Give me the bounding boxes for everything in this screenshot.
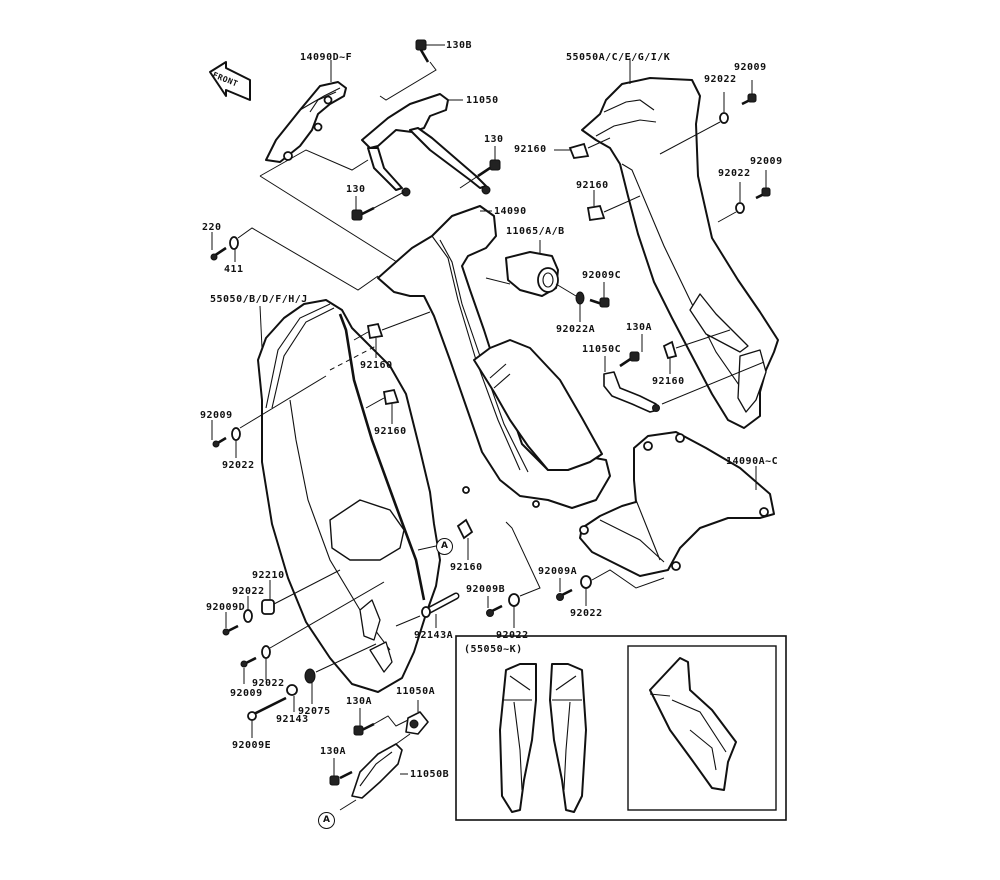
bolt-92009-washer-92022-mid	[717, 170, 771, 223]
label-92160-left1: 92160	[360, 360, 393, 371]
bracket-11050C	[603, 334, 765, 413]
bolt-130-right	[459, 146, 501, 189]
label-130A-low1: 130A	[346, 696, 373, 707]
collar-92210-washer-92022-bolt-92009D	[222, 569, 341, 636]
ref-marker-A-top: A	[436, 538, 453, 555]
label-11065: 11065/A/B	[506, 226, 565, 237]
bolt-130B	[379, 39, 445, 101]
bolt-92009B-washer-92022	[486, 521, 541, 628]
label-92022-c: 92022	[496, 630, 529, 641]
label-14090: 14090	[494, 206, 527, 217]
label-92160-right-low: 92160	[652, 376, 685, 387]
leader-ref-A-top	[417, 545, 437, 551]
label-411: 411	[224, 264, 244, 275]
label-92022-top: 92022	[704, 74, 737, 85]
label-92160-tags-left	[329, 311, 431, 424]
part-55050A-right-cowling	[581, 58, 779, 429]
label-14090A-C: 14090A~C	[726, 456, 779, 467]
label-92160-center: 92160	[450, 562, 483, 573]
part-14090-duct	[377, 205, 611, 509]
label-130B: 130B	[446, 40, 473, 51]
screw-220-washer-411	[210, 227, 379, 291]
label-220: 220	[202, 222, 222, 233]
part-14090D-F	[265, 60, 347, 163]
ref-marker-A-bottom: A	[318, 812, 335, 829]
bolt-92009C-washer-92022A	[555, 282, 610, 322]
label-92143: 92143	[276, 714, 309, 725]
label-130-left: 130	[346, 184, 366, 195]
label-11050A: 11050A	[396, 686, 436, 697]
bolt-92009E-collar-92143-92075	[247, 643, 377, 738]
label-92009-l3: 92009	[230, 688, 263, 699]
label-92160-left2: 92160	[374, 426, 407, 437]
bolt-130-left	[351, 191, 405, 221]
label-92160-mid-right: 92160	[576, 180, 609, 191]
front-arrow-icon	[209, 61, 251, 101]
label-92210: 92210	[252, 570, 285, 581]
label-92009-left: 92009	[200, 410, 233, 421]
bracket-11050A	[353, 700, 429, 736]
label-92022A: 92022A	[556, 324, 596, 335]
bolt-92009A-washer-92022	[556, 569, 665, 606]
label-92009A: 92009A	[538, 566, 578, 577]
label-92009D: 92009D	[206, 602, 246, 613]
label-92022-left: 92022	[222, 460, 255, 471]
inset-label: (55050~K)	[464, 644, 523, 655]
label-92009C: 92009C	[582, 270, 622, 281]
leader-upper2	[259, 175, 401, 265]
label-92022-mid: 92022	[718, 168, 751, 179]
bolt-92009-washer-92022-left	[211, 375, 327, 458]
label-11050: 11050	[466, 95, 499, 106]
part-11065-inlet	[485, 240, 559, 297]
bracket-11050B	[329, 733, 411, 811]
bolt-92009-washer-92022-lower	[240, 581, 385, 684]
label-11050C: 11050C	[582, 344, 622, 355]
label-92022-l2: 92022	[232, 586, 265, 597]
part-11050-bracket	[361, 93, 491, 197]
label-92160-top: 92160	[514, 144, 547, 155]
label-130-right: 130	[484, 134, 504, 145]
part-55050-left-cowling	[257, 299, 441, 693]
label-92009E: 92009E	[232, 740, 272, 751]
label-92022-l3: 92022	[252, 678, 285, 689]
label-92009B: 92009B	[466, 584, 506, 595]
label-130A-low2: 130A	[320, 746, 347, 757]
label-130A-mid: 130A	[626, 322, 653, 333]
label-92160-center	[456, 518, 474, 560]
inset-box	[455, 635, 787, 821]
label-92160-tags-right	[554, 137, 731, 374]
leader-upper	[259, 149, 369, 177]
label-92143A: 92143A	[414, 630, 454, 641]
label-55050A-K: 55050A/C/E/G/I/K	[566, 52, 671, 63]
part-14090A-C-lower-cover	[579, 431, 775, 577]
label-11050B: 11050B	[410, 769, 450, 780]
bolt-92009-washer-92022-top	[659, 80, 757, 155]
label-55050-B-J: 55050/B/D/F/H/J	[210, 294, 308, 305]
collar-92143A	[395, 592, 460, 628]
label-92075: 92075	[298, 706, 331, 717]
label-92009-top: 92009	[734, 62, 767, 73]
label-92022-r: 92022	[570, 608, 603, 619]
label-92009-mid: 92009	[750, 156, 783, 167]
label-14090D-F: 14090D~F	[300, 52, 353, 63]
